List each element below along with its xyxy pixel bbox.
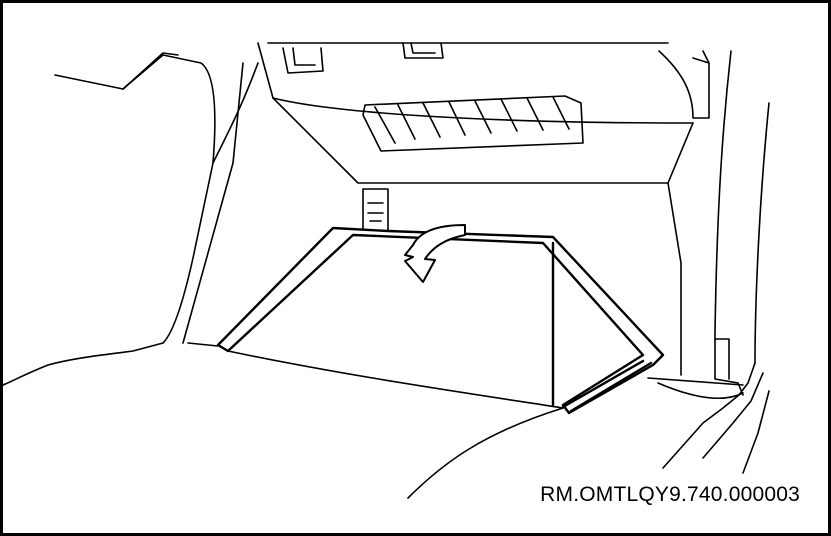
latch-post [362,188,389,232]
glove-compartment-lid [216,226,665,415]
glove-compartment-illustration [3,42,770,499]
dashboard-clips [282,42,444,74]
right-door-frame [658,50,770,474]
curved-arrow-icon [404,224,466,283]
floor-carpet [3,350,744,499]
figure-reference-code: RM.OMTLQY9.740.000003 [540,483,800,506]
left-side-panel [47,52,259,366]
dashboard-upper [257,42,694,376]
louvre-vent [362,95,584,152]
